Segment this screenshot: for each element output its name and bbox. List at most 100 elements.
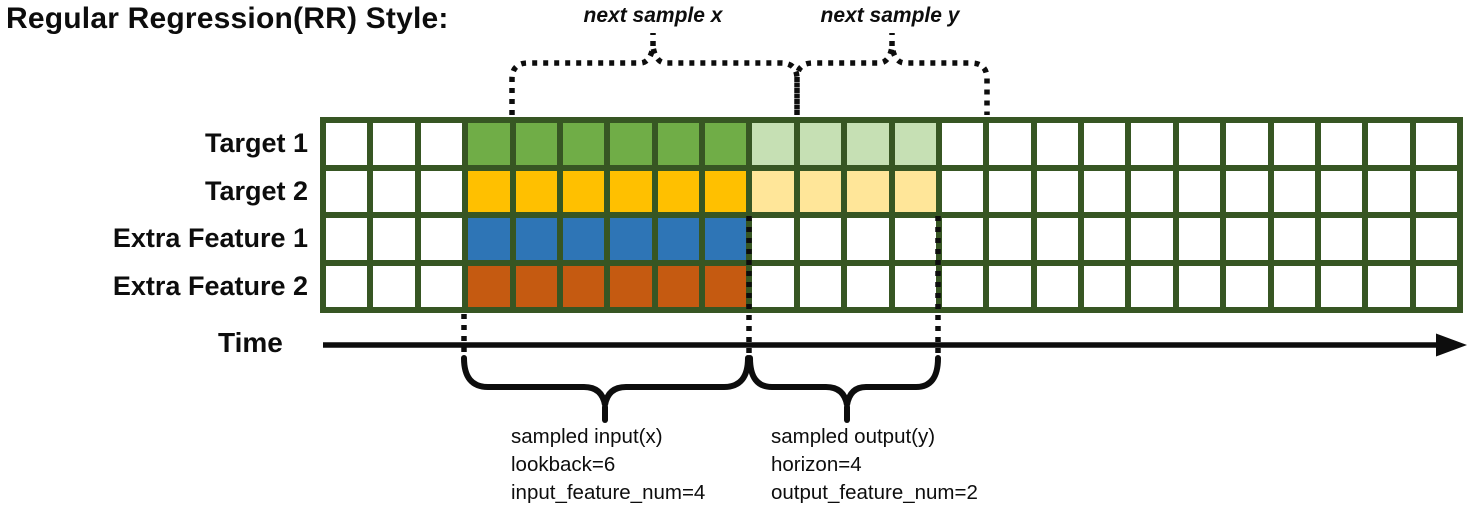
grid-cell bbox=[468, 265, 510, 307]
grid-cell bbox=[326, 170, 368, 212]
row-label-target-2: Target 2 bbox=[204, 175, 308, 206]
grid-cell bbox=[705, 265, 747, 307]
grid-cell bbox=[326, 123, 368, 165]
grid-cell bbox=[705, 170, 747, 212]
grid-cell bbox=[894, 218, 936, 260]
time-axis-label: Time bbox=[218, 327, 283, 358]
grid-cell bbox=[420, 123, 463, 165]
grid-cell bbox=[989, 265, 1031, 307]
grid-cell bbox=[1178, 170, 1221, 212]
grid-cell bbox=[1368, 265, 1410, 307]
grid-cell bbox=[657, 265, 699, 307]
grid-cell bbox=[1036, 218, 1078, 260]
grid-cell bbox=[657, 218, 699, 260]
grid-cell bbox=[657, 123, 699, 165]
grid-cell bbox=[515, 218, 557, 260]
grid-cell bbox=[1084, 218, 1126, 260]
grid-cell bbox=[326, 265, 368, 307]
next-sample-y-brace bbox=[794, 33, 990, 115]
sampled-output-line1: sampled output(y) bbox=[771, 425, 936, 448]
grid-cell bbox=[1226, 265, 1268, 307]
grid-cell bbox=[1226, 170, 1268, 212]
grid-cell bbox=[1178, 265, 1221, 307]
grid-cell bbox=[1131, 170, 1173, 212]
grid-cell bbox=[326, 218, 368, 260]
sampled-output-line3: output_feature_num=2 bbox=[771, 481, 978, 504]
grid-cell bbox=[562, 123, 605, 165]
next-sample-x-brace bbox=[509, 33, 800, 115]
grid-cell bbox=[515, 170, 557, 212]
grid-cell bbox=[894, 123, 936, 165]
sampled-input-line2: lookback=6 bbox=[511, 453, 616, 476]
grid-cell bbox=[562, 170, 605, 212]
grid-cell bbox=[1273, 265, 1315, 307]
grid-cell bbox=[799, 170, 842, 212]
grid-cell bbox=[847, 123, 889, 165]
grid-cell bbox=[373, 123, 415, 165]
grid-cell bbox=[989, 170, 1031, 212]
grid-cell bbox=[1415, 218, 1457, 260]
time-axis-arrow bbox=[323, 333, 1467, 357]
grid-cell bbox=[847, 265, 889, 307]
sampled-input-brace bbox=[461, 355, 751, 423]
grid-cell bbox=[1368, 170, 1410, 212]
grid-cell bbox=[1036, 170, 1078, 212]
grid-cell bbox=[894, 265, 936, 307]
grid-cell bbox=[1273, 218, 1315, 260]
grid-cell bbox=[799, 265, 842, 307]
grid-cell bbox=[752, 218, 794, 260]
grid-cell bbox=[1036, 265, 1078, 307]
row-label-extra-feature-1: Extra Feature 1 bbox=[112, 223, 308, 253]
grid-cell bbox=[705, 123, 747, 165]
grid-cell bbox=[1131, 218, 1173, 260]
grid-cell bbox=[1084, 170, 1126, 212]
sampled-output-caption: sampled output(y) horizon=4 output_featu… bbox=[771, 423, 978, 507]
grid-cell bbox=[1178, 218, 1221, 260]
grid-cell bbox=[941, 265, 984, 307]
grid-cell bbox=[1415, 265, 1457, 307]
grid-cell bbox=[1415, 123, 1457, 165]
grid-cell bbox=[610, 265, 652, 307]
grid-cell bbox=[989, 123, 1031, 165]
grid-cell bbox=[941, 123, 984, 165]
grid-cell bbox=[373, 170, 415, 212]
grid-cell bbox=[1368, 218, 1410, 260]
grid-cell bbox=[1273, 170, 1315, 212]
grid-cell bbox=[468, 123, 510, 165]
grid-cell bbox=[799, 218, 842, 260]
grid-cell bbox=[420, 170, 463, 212]
grid-cell bbox=[1036, 123, 1078, 165]
grid-cell bbox=[1226, 218, 1268, 260]
grid-cell bbox=[1368, 123, 1410, 165]
grid-cell bbox=[847, 218, 889, 260]
grid-cell bbox=[1131, 123, 1173, 165]
next-sample-y-label: next sample y bbox=[820, 4, 960, 27]
grid-cell bbox=[610, 218, 652, 260]
grid-cell bbox=[610, 170, 652, 212]
grid-cell bbox=[1084, 265, 1126, 307]
grid-cell bbox=[468, 218, 510, 260]
grid-cell bbox=[705, 218, 747, 260]
grid-cell bbox=[420, 265, 463, 307]
grid-cell bbox=[562, 218, 605, 260]
row-label-extra-feature-2: Extra Feature 2 bbox=[112, 270, 308, 301]
arrowhead-icon bbox=[1436, 333, 1467, 357]
grid-cell bbox=[1415, 170, 1457, 212]
grid-cell bbox=[894, 170, 936, 212]
grid-cell bbox=[1320, 170, 1363, 212]
grid-cell bbox=[562, 265, 605, 307]
sampled-output-line2: horizon=4 bbox=[771, 453, 862, 476]
sampled-input-line1: sampled input(x) bbox=[511, 425, 663, 448]
grid-cell bbox=[373, 218, 415, 260]
next-sample-x-label: next sample x bbox=[583, 4, 723, 27]
grid-cell bbox=[657, 170, 699, 212]
sampled-output-brace bbox=[747, 355, 941, 423]
grid-cell bbox=[1178, 123, 1221, 165]
sampled-input-caption: sampled input(x) lookback=6 input_featur… bbox=[511, 423, 705, 507]
grid-cell bbox=[1084, 123, 1126, 165]
grid-cell bbox=[1273, 123, 1315, 165]
grid-cell bbox=[420, 218, 463, 260]
grid-cell bbox=[1320, 218, 1363, 260]
grid-cell bbox=[468, 170, 510, 212]
